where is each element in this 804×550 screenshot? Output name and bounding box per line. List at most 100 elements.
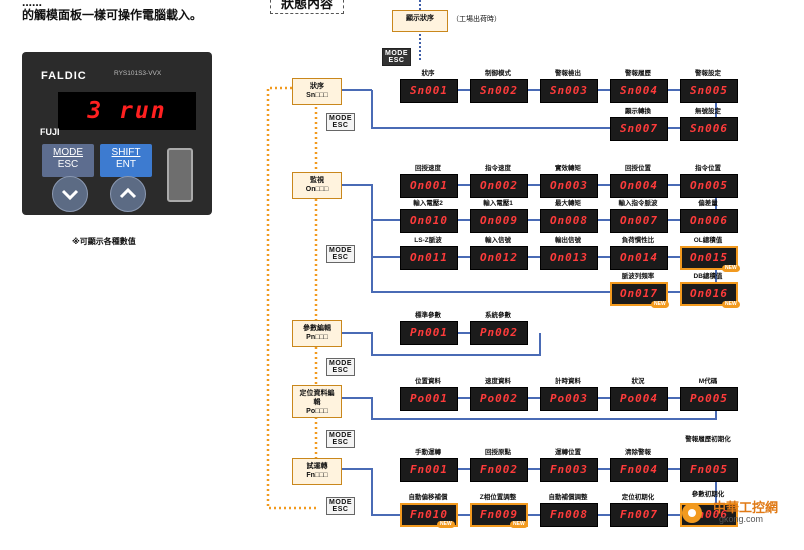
- item-label: 回授原點: [470, 449, 526, 457]
- mode-tag-line1: MODE: [385, 50, 408, 57]
- lcd-on001: On001: [400, 174, 458, 198]
- group-title: 監視: [293, 176, 341, 185]
- group-title: 試運轉: [293, 462, 341, 471]
- group-code: Pn□□□: [293, 333, 341, 342]
- mode-tag-line1: MODE: [329, 499, 352, 506]
- lcd-on014: On014: [610, 246, 668, 270]
- item-label: 警報檢出: [540, 70, 596, 78]
- item-label: 自動偏移補償: [400, 494, 456, 502]
- item-label: 輸入信號: [470, 237, 526, 245]
- new-badge: NEW: [722, 265, 740, 272]
- item-label: 輸入電壓2: [400, 200, 456, 208]
- item-label: 顯示轉換: [610, 108, 666, 116]
- item-label: 最大轉矩: [540, 200, 596, 208]
- mode-tag-line1: MODE: [329, 247, 352, 254]
- lcd-po005: Po005: [680, 387, 738, 411]
- lcd-po003: Po003: [540, 387, 598, 411]
- lcd-sn007: Sn007: [610, 117, 668, 141]
- mode-tag-line2: ESC: [385, 57, 408, 64]
- item-label: 偏差量: [680, 200, 736, 208]
- new-badge: NEW: [437, 521, 455, 528]
- lcd-on003: On003: [540, 174, 598, 198]
- item-label: Z相位置調整: [470, 494, 526, 502]
- new-badge: NEW: [510, 521, 528, 528]
- mode-tag-line1: MODE: [329, 432, 352, 439]
- item-label: 制御模式: [470, 70, 526, 78]
- top-state-label: 顯示狀序: [406, 15, 434, 22]
- item-label: 運轉位置: [540, 449, 596, 457]
- group-title: 狀序: [293, 82, 341, 91]
- lcd-fn005: Fn005: [680, 458, 738, 482]
- lcd-on013: On013: [540, 246, 598, 270]
- item-label: 定位初期化: [610, 494, 666, 502]
- item-label: 標準參數: [400, 312, 456, 320]
- item-label: 警報履歷初期化: [672, 436, 744, 444]
- lcd-fn008: Fn008: [540, 503, 598, 527]
- item-label: 輸出信號: [540, 237, 596, 245]
- group-code: Po□□□: [293, 407, 341, 416]
- mode-tag-line1: MODE: [329, 360, 352, 367]
- item-label: LS-Z脈波: [400, 237, 456, 245]
- lcd-on010: On010: [400, 209, 458, 233]
- lcd-sn001: Sn001: [400, 79, 458, 103]
- mode-esc-tag: MODEESC: [326, 113, 355, 131]
- item-label: 負荷慣性比: [610, 237, 666, 245]
- item-label: 警報設定: [680, 70, 736, 78]
- item-label: 自動補償調整: [540, 494, 596, 502]
- lcd-sn004: Sn004: [610, 79, 668, 103]
- lcd-fn007: Fn007: [610, 503, 668, 527]
- lcd-fn002: Fn002: [470, 458, 528, 482]
- item-label: 系統參數: [470, 312, 526, 320]
- item-label: 輸入指令脈波: [610, 200, 666, 208]
- item-label: 速度資料: [470, 378, 526, 386]
- lcd-po004: Po004: [610, 387, 668, 411]
- item-label: M代碼: [680, 378, 736, 386]
- top-state-note: （工場出荷時）: [452, 14, 501, 24]
- item-label: 狀序: [400, 70, 456, 78]
- group-code: On□□□: [293, 185, 341, 194]
- lcd-on004: On004: [610, 174, 668, 198]
- lcd-fn001: Fn001: [400, 458, 458, 482]
- gear-icon: [677, 498, 707, 528]
- group-code: Fn□□□: [293, 471, 341, 480]
- mode-tag-line2: ESC: [329, 506, 352, 513]
- gkong-watermark: 中華工控網 gkong.com: [677, 494, 802, 534]
- item-label: 警報履歷: [610, 70, 666, 78]
- lcd-sn005: Sn005: [680, 79, 738, 103]
- item-label: 無號設定: [680, 108, 736, 116]
- item-label: 計時資料: [540, 378, 596, 386]
- lcd-po001: Po001: [400, 387, 458, 411]
- mode-esc-tag: MODEESC: [382, 48, 411, 66]
- mode-tag-line2: ESC: [329, 439, 352, 446]
- mode-esc-tag: MODEESC: [326, 497, 355, 515]
- lcd-on002: On002: [470, 174, 528, 198]
- lcd-sn006: Sn006: [680, 117, 738, 141]
- lcd-fn003: Fn003: [540, 458, 598, 482]
- lcd-on011: On011: [400, 246, 458, 270]
- item-label: 回授速度: [400, 165, 456, 173]
- lcd-sn002: Sn002: [470, 79, 528, 103]
- item-label: OL總積值: [680, 237, 736, 245]
- group-title: 定位資料編輯: [293, 389, 341, 407]
- item-label: 狀況: [610, 378, 666, 386]
- item-label: 實效轉矩: [540, 165, 596, 173]
- mode-tag-line2: ESC: [329, 122, 352, 129]
- new-badge: NEW: [651, 301, 669, 308]
- lcd-fn004: Fn004: [610, 458, 668, 482]
- lcd-on006: On006: [680, 209, 738, 233]
- item-label: 脈波列頻率: [610, 273, 666, 281]
- item-label: DB總積值: [680, 273, 736, 281]
- lcd-on005: On005: [680, 174, 738, 198]
- lcd-po002: Po002: [470, 387, 528, 411]
- lcd-on008: On008: [540, 209, 598, 233]
- item-label: 指令速度: [470, 165, 526, 173]
- item-label: 手動運轉: [400, 449, 456, 457]
- lcd-on009: On009: [470, 209, 528, 233]
